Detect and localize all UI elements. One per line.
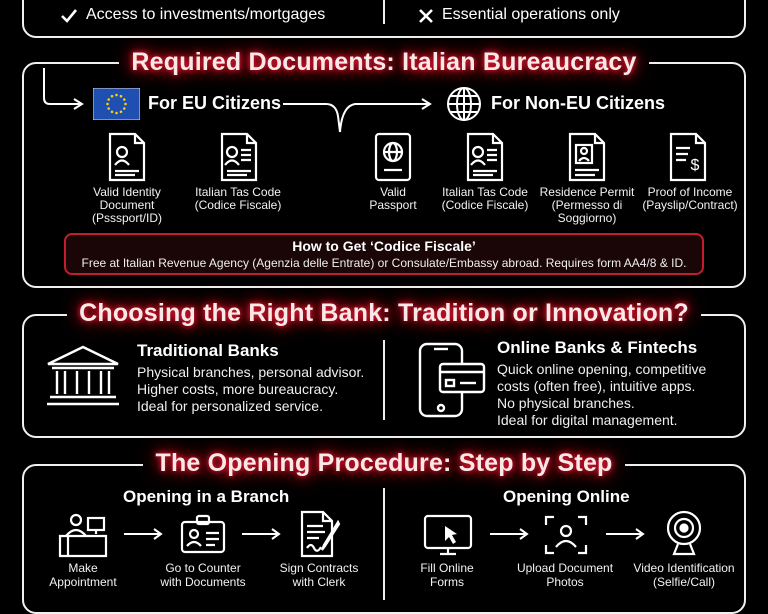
branch-step-2-line-2: with Documents xyxy=(160,575,246,589)
eu-flag-icon xyxy=(93,88,140,120)
branch-step-3-line-1: Sign Contracts xyxy=(279,561,359,575)
mobile-card-icon xyxy=(416,342,488,418)
appointment-desk-icon xyxy=(58,512,108,558)
online-step-3-line-1: Video Identification xyxy=(633,561,735,575)
eu-doc-label-2: Italian Tas Code (Codice Fiscale) xyxy=(194,185,282,212)
online-form-icon xyxy=(423,514,473,556)
note-title: How to Get ‘Codice Fiscale’ xyxy=(292,238,476,254)
top-panel xyxy=(22,0,746,38)
top-left-item: Access to investments/mortgages xyxy=(86,6,326,23)
banks-title: Choosing the Right Bank: Tradition or In… xyxy=(0,299,768,328)
online-line-3: No physical branches. xyxy=(497,395,635,411)
non-eu-doc-label-3: Residence Permit (Permesso di Soggiorno) xyxy=(539,185,635,225)
upload-photo-icon xyxy=(544,515,588,555)
connector-arrows xyxy=(30,62,450,162)
svg-text:$: $ xyxy=(691,157,700,174)
traditional-line-2: Higher costs, more bureaucracy. xyxy=(137,381,339,397)
arrow-right-icon-4 xyxy=(604,527,646,541)
note-text: Free at Italian Revenue Agency (Agenzia … xyxy=(81,256,687,270)
traditional-line-3: Ideal for personalized service. xyxy=(137,398,323,414)
documents-title: Required Documents: Italian Bureaucracy xyxy=(0,48,768,77)
arrow-right-icon xyxy=(122,527,164,541)
tax-code-document-icon-2 xyxy=(465,132,505,182)
banks-divider xyxy=(383,340,385,420)
branch-step-1-line-2: Appointment xyxy=(49,575,117,589)
arrow-right-icon-2 xyxy=(240,527,282,541)
online-step-2-line-2: Photos xyxy=(546,575,584,589)
branch-heading: Opening in a Branch xyxy=(123,487,290,506)
procedure-title: The Opening Procedure: Step by Step xyxy=(0,449,768,478)
online-line-4: Ideal for digital management. xyxy=(497,412,678,428)
branch-step-2-line-1: Go to Counter xyxy=(165,561,241,575)
traditional-heading: Traditional Banks xyxy=(137,341,279,360)
documents-title-text: Required Documents: Italian Bureaucracy xyxy=(119,48,649,76)
codice-fiscale-note: How to Get ‘Codice Fiscale’ Free at Ital… xyxy=(64,233,704,275)
income-proof-icon: $ xyxy=(668,132,708,182)
top-right-item: Essential operations only xyxy=(442,6,620,23)
online-line-1: Quick online opening, competitive xyxy=(497,361,707,377)
id-badge-icon xyxy=(180,514,226,554)
sign-contract-icon xyxy=(299,510,343,558)
online-line-2: costs (often free), intuitive apps. xyxy=(497,378,696,394)
check-icon xyxy=(60,8,78,24)
online-step-1-line-2: Forms xyxy=(430,575,464,589)
tax-code-document-icon xyxy=(219,132,259,182)
online-step-3-line-2: (Selfie/Call) xyxy=(652,575,715,589)
online-step-1-line-1: Fill Online xyxy=(420,561,474,575)
bank-building-icon xyxy=(44,344,122,408)
non-eu-doc-label-2: Italian Tas Code (Codice Fiscale) xyxy=(441,185,529,212)
top-divider xyxy=(383,0,385,24)
id-document-icon xyxy=(107,132,147,182)
banks-title-text: Choosing the Right Bank: Tradition or In… xyxy=(67,299,701,327)
webcam-icon xyxy=(664,510,704,558)
globe-icon xyxy=(446,86,482,122)
non-eu-doc-label-4: Proof of Income (Payslip/Contract) xyxy=(642,185,738,212)
residence-permit-icon xyxy=(567,132,607,182)
procedure-divider xyxy=(383,488,385,600)
branch-step-1-line-1: Make xyxy=(68,561,98,575)
eu-heading: For EU Citizens xyxy=(148,93,282,113)
non-eu-heading: For Non-EU Citizens xyxy=(491,93,665,113)
non-eu-doc-label-1: Valid Passport xyxy=(369,185,417,212)
cross-icon xyxy=(418,8,434,24)
online-opening-heading: Opening Online xyxy=(503,487,630,506)
passport-icon xyxy=(373,132,413,182)
branch-step-3-line-2: with Clerk xyxy=(292,575,346,589)
traditional-line-1: Physical branches, personal advisor. xyxy=(137,364,365,380)
eu-doc-label-1: Valid Identity Document (Psssport/ID) xyxy=(91,185,162,225)
online-step-2-line-1: Upload Document xyxy=(516,561,614,575)
procedure-title-text: The Opening Procedure: Step by Step xyxy=(143,449,625,477)
arrow-right-icon-3 xyxy=(488,527,530,541)
online-heading: Online Banks & Fintechs xyxy=(497,338,698,357)
